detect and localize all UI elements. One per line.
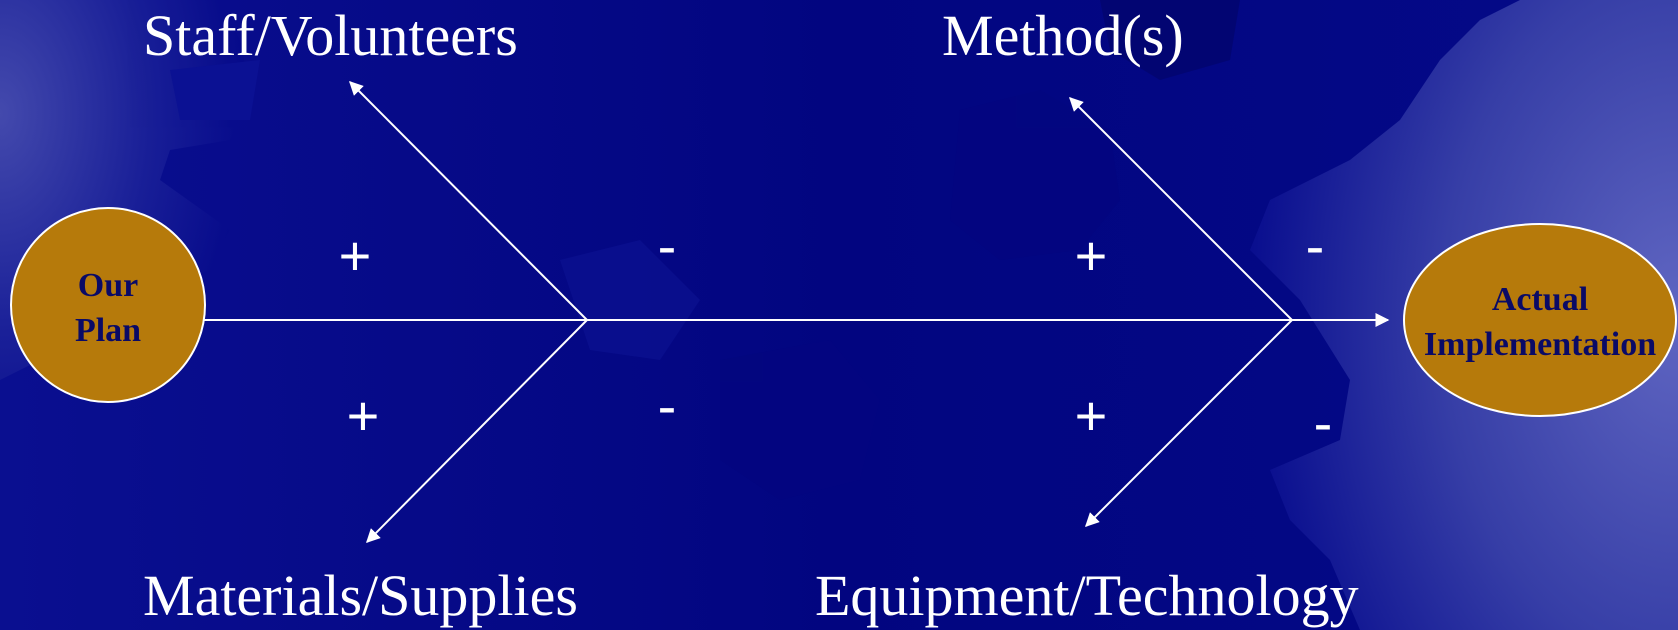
sign-minus-staff: - bbox=[658, 214, 677, 277]
actual-implementation-line1: Actual bbox=[1492, 281, 1588, 318]
branch-staff-arrow bbox=[349, 81, 588, 321]
branch-method-arrow bbox=[1069, 97, 1293, 321]
sign-minus-materials: - bbox=[658, 374, 677, 437]
our-plan-line1: Our bbox=[78, 267, 138, 304]
sign-plus-method: + bbox=[1075, 224, 1108, 287]
sign-minus-method: - bbox=[1306, 214, 1325, 277]
category-methods: Method(s) bbox=[942, 3, 1184, 68]
our-plan-line2: Plan bbox=[75, 312, 141, 349]
spine-lines bbox=[190, 81, 1390, 543]
branch-materials-arrow bbox=[366, 319, 588, 543]
sign-plus-staff: + bbox=[339, 224, 372, 287]
sign-minus-equipment: - bbox=[1314, 391, 1333, 454]
sign-plus-materials: + bbox=[347, 384, 380, 447]
our-plan-node: Our Plan bbox=[10, 207, 206, 403]
actual-implementation-node: Actual Implementation bbox=[1403, 223, 1677, 417]
category-equipment-technology: Equipment/Technology bbox=[815, 563, 1359, 628]
branch-equipment-arrow bbox=[1085, 319, 1293, 527]
category-materials-supplies: Materials/Supplies bbox=[143, 563, 578, 628]
sign-plus-equipment: + bbox=[1075, 384, 1108, 447]
actual-implementation-line2: Implementation bbox=[1424, 326, 1656, 363]
category-staff-volunteers: Staff/Volunteers bbox=[143, 3, 518, 68]
